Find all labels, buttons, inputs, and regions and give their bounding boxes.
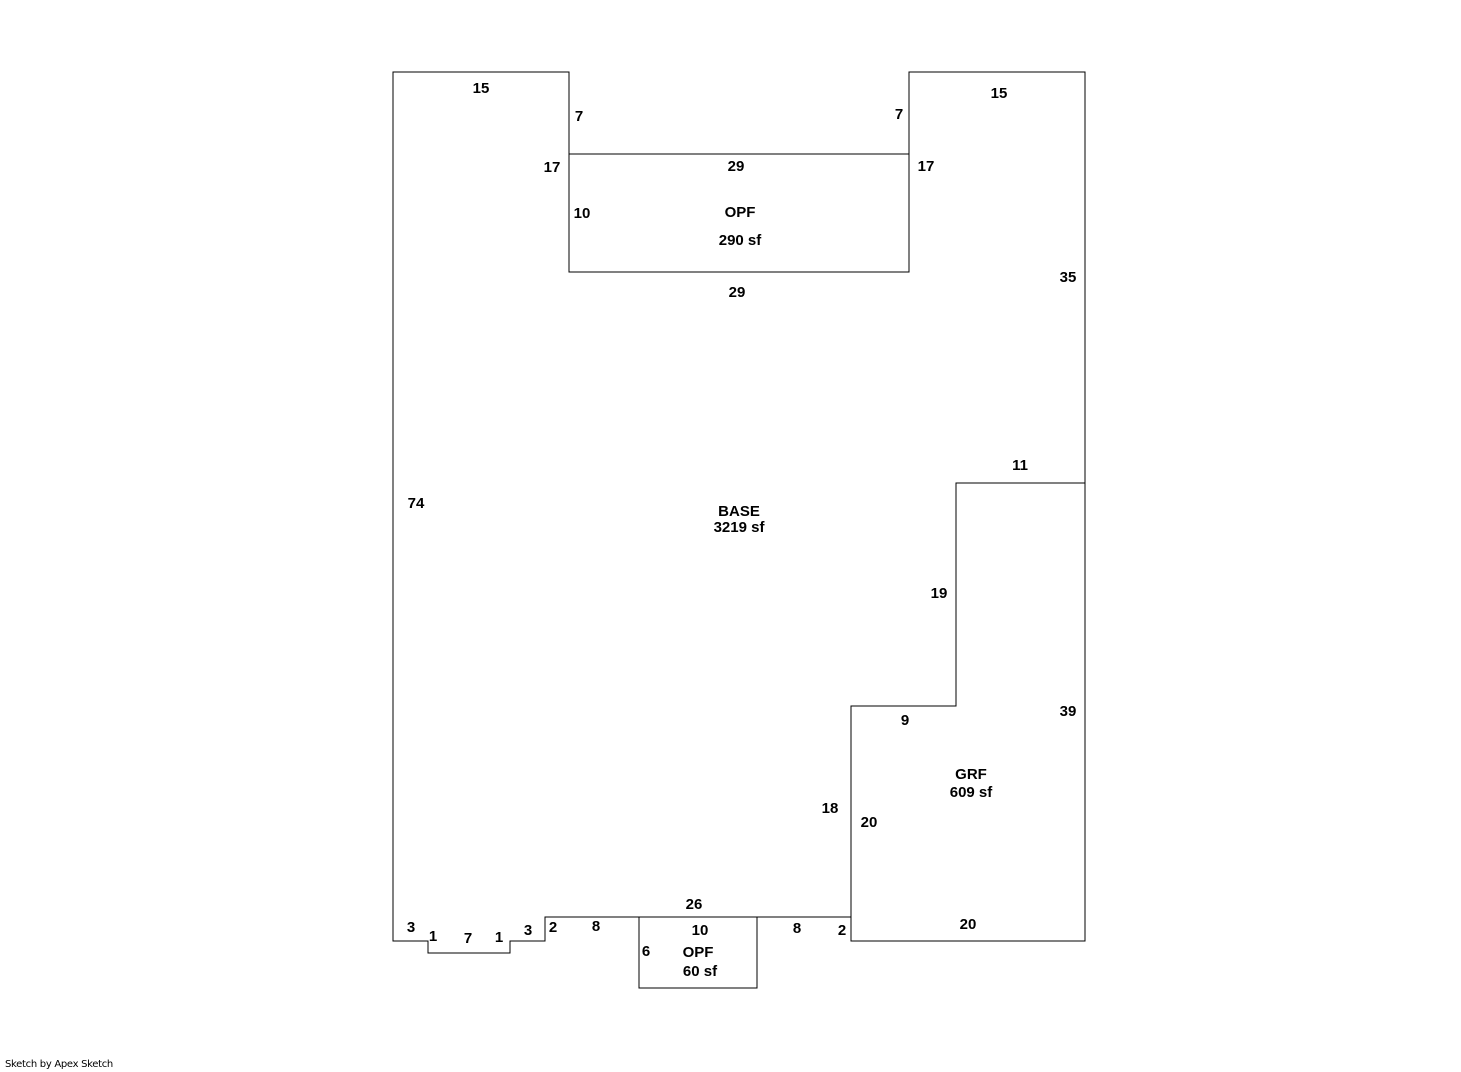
dim-label: 39 — [1059, 703, 1077, 720]
dim-label: 9 — [900, 712, 910, 729]
dim-label: 3 — [523, 922, 533, 939]
dim-label: 15 — [990, 85, 1008, 102]
dim-label: 74 — [407, 495, 425, 512]
opf-top-outline — [568, 153, 910, 273]
dim-label: 11 — [1012, 457, 1028, 474]
dim-label: 3 — [406, 919, 416, 936]
dim-label: 35 — [1059, 269, 1077, 286]
opf-bottom-outline — [638, 916, 758, 989]
dim-label: 8 — [792, 920, 802, 937]
dim-label: 6 — [641, 943, 651, 960]
opf-bottom-area: 60 sf — [682, 963, 718, 980]
dim-label: 17 — [917, 158, 935, 175]
dim-label: 29 — [727, 158, 745, 175]
base-area: 3219 sf — [713, 519, 765, 536]
dim-label: 7 — [894, 106, 904, 123]
dim-label: 10 — [573, 205, 591, 222]
footer-credit: Sketch by Apex Sketch — [5, 1059, 113, 1070]
dim-label: 7 — [574, 108, 584, 125]
grf-area: 609 sf — [949, 784, 993, 801]
opf-top-area: 290 sf — [718, 232, 762, 249]
grf-outline — [850, 482, 1086, 942]
dim-label: 17 — [543, 159, 561, 176]
dim-label: 7 — [463, 930, 473, 947]
dim-label: 26 — [685, 896, 703, 913]
dim-label: 1 — [494, 929, 504, 946]
dim-label: 1 — [428, 928, 438, 945]
dim-label: 19 — [930, 585, 948, 602]
dim-label: 15 — [472, 80, 490, 97]
base-label: BASE — [718, 503, 760, 520]
grf-label: GRF — [955, 766, 987, 783]
opf-bottom-label: OPF — [682, 944, 714, 961]
opf-top-label: OPF — [724, 204, 756, 221]
dim-label: 20 — [959, 916, 977, 933]
dim-label: 29 — [728, 284, 746, 301]
dim-label: 20 — [860, 814, 878, 831]
dim-label: 2 — [837, 922, 847, 939]
dim-label: 2 — [548, 919, 558, 936]
dim-label: 10 — [691, 922, 709, 939]
dim-label: 8 — [591, 918, 601, 935]
dim-label: 18 — [821, 800, 839, 817]
